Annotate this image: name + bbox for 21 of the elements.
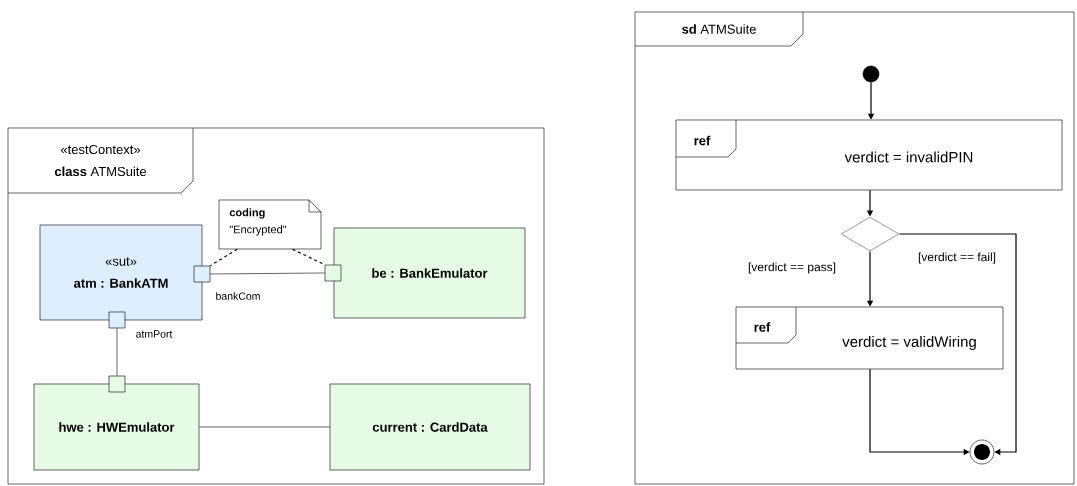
connector-line (210, 272, 325, 275)
initial-node (862, 65, 880, 83)
connector-line (199, 426, 330, 428)
note-box: coding "Encrypted" (218, 199, 322, 250)
part-box: hwe : HWEmulator (33, 383, 200, 471)
interaction-ref-box: ref verdict = validWiring (735, 306, 1004, 370)
guard-label: [verdict == pass] (747, 261, 837, 275)
port-label: bankCom (216, 292, 260, 300)
guard-label: [verdict == fail] (917, 251, 997, 265)
decision-diamond (840, 216, 900, 252)
port-label: atmPort (136, 330, 173, 338)
note-anchor-line (209, 248, 238, 267)
port-square (324, 264, 342, 282)
part-box: current : CardData (329, 383, 531, 471)
final-node (969, 439, 995, 465)
connector-line (116, 328, 118, 376)
interaction-ref-box: ref verdict = invalidPIN (675, 119, 1063, 191)
arrow (898, 233, 1017, 456)
port-square (108, 375, 126, 393)
part-box: be : BankEmulator (333, 227, 526, 319)
part-box: «sut» atm : BankATM (39, 224, 203, 321)
